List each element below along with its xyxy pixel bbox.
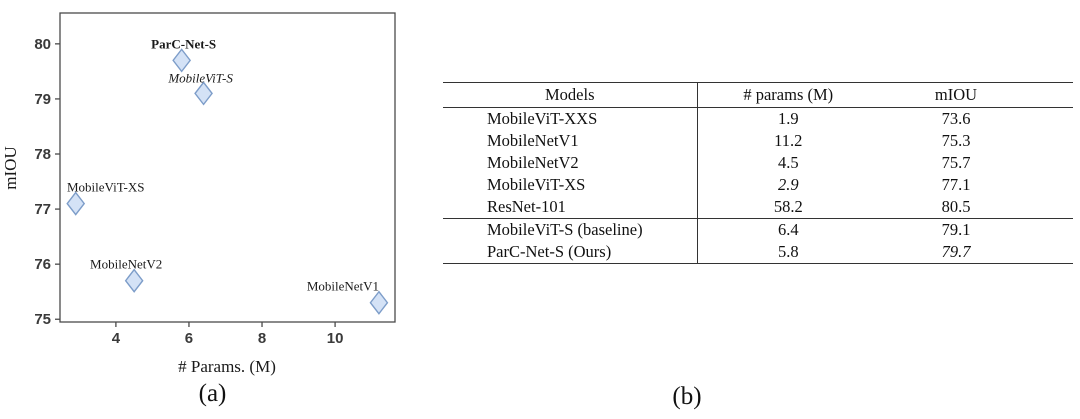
- cell-model: ResNet-101: [443, 196, 698, 219]
- plot-border: [59, 12, 396, 323]
- data-point-label: MobileNetV2: [90, 257, 162, 272]
- cell-miou: 79.7: [941, 242, 971, 261]
- scatter-panel: 75 76 77 78 79 80 4 6 8 10 # Params. (M) mIOU ParC-N…: [0, 0, 430, 419]
- data-point-label: MobileNetV1: [307, 279, 379, 294]
- table-row: MobileViT-XS 2.9 77.1: [443, 174, 1073, 196]
- col-header-params: # params (M): [697, 82, 879, 108]
- cell-params: 2.9: [777, 175, 799, 194]
- data-point-diamond: [124, 268, 144, 293]
- y-tick-label: 75: [34, 311, 51, 328]
- scatter-chart: 75 76 77 78 79 80 4 6 8 10 # Params. (M) mIOU ParC-N…: [1, 12, 396, 376]
- x-tick-label: 6: [185, 330, 193, 347]
- caption-a: (a): [198, 380, 227, 407]
- cell-model: ParC-Net-S (Ours): [443, 241, 698, 264]
- cell-model: MobileViT-S (baseline): [443, 218, 698, 241]
- y-tick-label: 77: [34, 201, 51, 218]
- table-row: MobileNetV2 4.5 75.7: [443, 152, 1073, 174]
- x-tick-label: 10: [327, 330, 344, 347]
- x-axis-label: # Params. (M): [178, 357, 276, 376]
- caption-b: (b): [672, 383, 702, 410]
- data-point-diamond: [66, 191, 86, 216]
- col-header-miou: mIOU: [879, 82, 1073, 108]
- data-point-diamond: [172, 48, 192, 73]
- cell-params: 58.2: [697, 196, 879, 219]
- data-point-label: MobileViT-S: [167, 70, 233, 85]
- cell-miou: 79.1: [941, 220, 971, 239]
- data-point-diamond: [194, 81, 213, 106]
- table-row: ParC-Net-S (Ours) 5.8 79.7: [443, 241, 1073, 264]
- table-head: Models# params (M)mIOU: [443, 82, 1073, 108]
- cell-model: MobileViT-XXS: [443, 107, 698, 130]
- cell-miou: 77.1: [941, 175, 971, 194]
- cell-miou: 73.6: [941, 109, 971, 128]
- y-tick-label: 80: [34, 36, 51, 53]
- table-header-row: Models# params (M)mIOU: [443, 82, 1073, 108]
- y-tick-label: 78: [34, 146, 51, 163]
- cell-params: 5.8: [777, 242, 799, 261]
- cell-miou: 80.5: [879, 196, 1073, 219]
- cell-model: MobileNetV2: [443, 152, 698, 174]
- cell-model: MobileViT-XS: [443, 174, 698, 196]
- cell-miou: 75.3: [941, 131, 971, 150]
- table-row: MobileViT-S (baseline) 6.4 79.1: [443, 218, 1073, 241]
- y-tick-label: 76: [34, 256, 51, 273]
- y-axis-label: mIOU: [1, 146, 20, 189]
- table-panel: Models# params (M)mIOU MobileViT-XXS 1.9 7…: [443, 82, 1073, 264]
- col-header-models: Models: [443, 82, 698, 108]
- cell-model: MobileNetV1: [443, 130, 698, 152]
- results-table: Models# params (M)mIOU MobileViT-XXS 1.9 7…: [443, 82, 1073, 264]
- x-tick-label: 4: [112, 330, 121, 347]
- cell-params: 4.5: [777, 153, 799, 172]
- data-point-label: ParC-Net-S: [151, 36, 216, 51]
- data-point-label: MobileViT-XS: [67, 180, 144, 195]
- x-tick-label: 8: [258, 330, 266, 347]
- table-row: MobileViT-XXS 1.9 73.6: [443, 107, 1073, 130]
- cell-params: 1.9: [777, 109, 799, 128]
- y-tick-label: 79: [34, 91, 51, 108]
- data-point-diamond: [369, 290, 389, 315]
- cell-params: 6.4: [777, 220, 799, 239]
- cell-miou: 75.7: [941, 153, 971, 172]
- cell-params: 11.2: [774, 131, 803, 150]
- table-row: MobileNetV1 11.2 75.3: [443, 130, 1073, 152]
